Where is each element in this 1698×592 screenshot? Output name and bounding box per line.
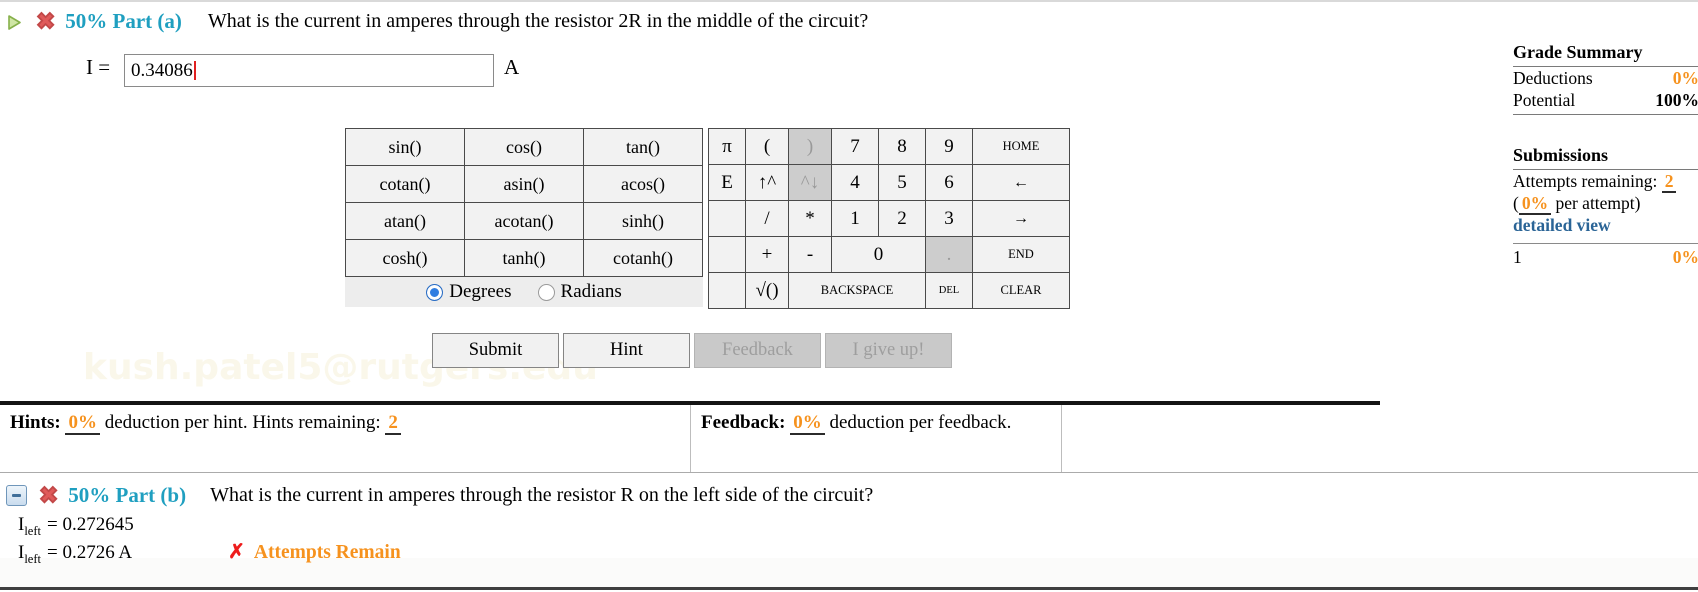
bottom-band bbox=[0, 558, 1698, 587]
radio-radians-label: Radians bbox=[560, 281, 622, 302]
radio-degrees-label: Degrees bbox=[449, 281, 512, 302]
hints-deduction-value: 0% bbox=[65, 412, 100, 435]
key-1[interactable]: 1 bbox=[832, 201, 878, 236]
numeric-keypad: π ( ) 7 8 9 HOME E ↑^ ^↓ 4 5 6 ← / * 1 2… bbox=[708, 128, 1070, 309]
part-a-label: 50% Part (a) bbox=[65, 9, 182, 33]
key-cos[interactable]: cos() bbox=[465, 129, 583, 165]
key-multiply[interactable]: * bbox=[789, 201, 831, 236]
key-tanh[interactable]: tanh() bbox=[465, 240, 583, 276]
deductions-row: Deductions 0% bbox=[1513, 68, 1698, 88]
part-a-header: ✖ 50% Part (a) What is the current in am… bbox=[6, 9, 868, 34]
key-6[interactable]: 6 bbox=[926, 165, 972, 200]
key-empty bbox=[709, 237, 745, 272]
key-acos[interactable]: acos() bbox=[584, 166, 702, 202]
key-empty bbox=[709, 201, 745, 236]
part-b-answer-line-1: Ileft = 0.272645 bbox=[18, 514, 134, 538]
expand-arrow-icon[interactable] bbox=[6, 13, 23, 32]
key-2[interactable]: 2 bbox=[879, 201, 925, 236]
key-8[interactable]: 8 bbox=[879, 129, 925, 164]
attempts-remain-text: Attempts Remain bbox=[253, 542, 401, 563]
part-b-header: ✖ 50% Part (b) What is the current in am… bbox=[6, 483, 873, 508]
attempts-remaining-line: Attempts remaining: 2 bbox=[1513, 170, 1698, 193]
key-cotanh[interactable]: cotanh() bbox=[584, 240, 702, 276]
hints-remaining-value: 2 bbox=[385, 412, 401, 435]
key-atan[interactable]: atan() bbox=[346, 203, 464, 239]
key-asin[interactable]: asin() bbox=[465, 166, 583, 202]
part-a-question: What is the current in amperes through t… bbox=[207, 10, 869, 32]
part-b-question: What is the current in amperes through t… bbox=[210, 484, 874, 506]
detailed-view-link[interactable]: detailed view bbox=[1513, 215, 1611, 235]
key-divide[interactable]: / bbox=[746, 201, 788, 236]
grade-sidebar: Grade Summary Deductions 0% Potential 10… bbox=[1513, 42, 1698, 270]
sidebar-divider bbox=[1513, 114, 1698, 115]
top-divider bbox=[0, 0, 1698, 2]
key-sqrt[interactable]: √() bbox=[746, 273, 788, 308]
bottom-divider bbox=[0, 587, 1698, 590]
incorrect-x-icon: ✖ bbox=[38, 483, 59, 508]
attempts-x-icon: ✗ bbox=[228, 541, 245, 563]
part-b-label: 50% Part (b) bbox=[68, 483, 187, 507]
key-exponent-up[interactable]: ↑^ bbox=[746, 165, 788, 200]
key-del[interactable]: DEL bbox=[926, 273, 972, 308]
key-sin[interactable]: sin() bbox=[346, 129, 464, 165]
key-decimal: . bbox=[926, 237, 972, 272]
key-clear[interactable]: CLEAR bbox=[973, 273, 1069, 308]
key-arrow-left[interactable]: ← bbox=[973, 165, 1069, 200]
answer-unit-label: A bbox=[504, 55, 520, 79]
potential-row: Potential 100% bbox=[1513, 90, 1698, 110]
radio-radians[interactable] bbox=[537, 283, 555, 301]
key-backspace[interactable]: BACKSPACE bbox=[789, 273, 925, 308]
section-divider-line bbox=[0, 472, 1698, 473]
section-divider-bar bbox=[0, 401, 1380, 405]
submit-button[interactable]: Submit bbox=[432, 333, 559, 368]
key-arrow-right[interactable]: → bbox=[973, 201, 1069, 236]
key-3[interactable]: 3 bbox=[926, 201, 972, 236]
submission-row: 1 0% bbox=[1513, 247, 1698, 267]
key-plus[interactable]: + bbox=[746, 237, 788, 272]
key-0[interactable]: 0 bbox=[832, 237, 925, 272]
feedback-label: Feedback: bbox=[701, 412, 786, 433]
key-tan[interactable]: tan() bbox=[584, 129, 702, 165]
text-caret bbox=[193, 61, 196, 80]
hint-button[interactable]: Hint bbox=[563, 333, 690, 368]
key-sinh[interactable]: sinh() bbox=[584, 203, 702, 239]
hints-label: Hints: bbox=[10, 412, 61, 433]
hints-deduction-panel: Hints: 0% deduction per hint. Hints rema… bbox=[0, 405, 691, 472]
answer-value: 0.34086 bbox=[131, 59, 193, 81]
key-7[interactable]: 7 bbox=[832, 129, 878, 164]
part-b-answer-line-2: Ileft = 0.2726 A ✗ Attempts Remain bbox=[18, 541, 401, 566]
angle-mode-strip: Degrees Radians bbox=[345, 277, 703, 307]
answer-input[interactable]: 0.34086 bbox=[124, 54, 494, 87]
answer-variable-label: I = bbox=[86, 55, 111, 79]
key-9[interactable]: 9 bbox=[926, 129, 972, 164]
key-5[interactable]: 5 bbox=[879, 165, 925, 200]
feedback-text: deduction per feedback. bbox=[829, 412, 1012, 433]
collapse-icon[interactable] bbox=[6, 485, 27, 506]
key-empty bbox=[709, 273, 745, 308]
key-close-paren: ) bbox=[789, 129, 831, 164]
key-pi[interactable]: π bbox=[709, 129, 745, 164]
key-cotan[interactable]: cotan() bbox=[346, 166, 464, 202]
incorrect-x-icon: ✖ bbox=[35, 9, 56, 34]
submissions-list-divider bbox=[1513, 243, 1698, 244]
key-cosh[interactable]: cosh() bbox=[346, 240, 464, 276]
hints-text: deduction per hint. Hints remaining: bbox=[104, 412, 381, 433]
grade-summary-title: Grade Summary bbox=[1513, 42, 1698, 67]
per-attempt-line: (0% per attempt) bbox=[1513, 193, 1641, 215]
key-exponent-down: ^↓ bbox=[789, 165, 831, 200]
feedback-button: Feedback bbox=[694, 333, 821, 368]
key-minus[interactable]: - bbox=[789, 237, 831, 272]
radio-degrees[interactable] bbox=[426, 283, 444, 301]
feedback-deduction-value: 0% bbox=[790, 412, 825, 435]
key-home[interactable]: HOME bbox=[973, 129, 1069, 164]
submissions-title: Submissions bbox=[1513, 145, 1698, 170]
function-keypad: sin() cos() tan() cotan() asin() acos() … bbox=[345, 128, 703, 277]
key-acotan[interactable]: acotan() bbox=[465, 203, 583, 239]
key-e-notation[interactable]: E bbox=[709, 165, 745, 200]
key-open-paren[interactable]: ( bbox=[746, 129, 788, 164]
key-4[interactable]: 4 bbox=[832, 165, 878, 200]
give-up-button: I give up! bbox=[825, 333, 952, 368]
feedback-deduction-panel: Feedback: 0% deduction per feedback. bbox=[691, 405, 1062, 472]
key-end[interactable]: END bbox=[973, 237, 1069, 272]
